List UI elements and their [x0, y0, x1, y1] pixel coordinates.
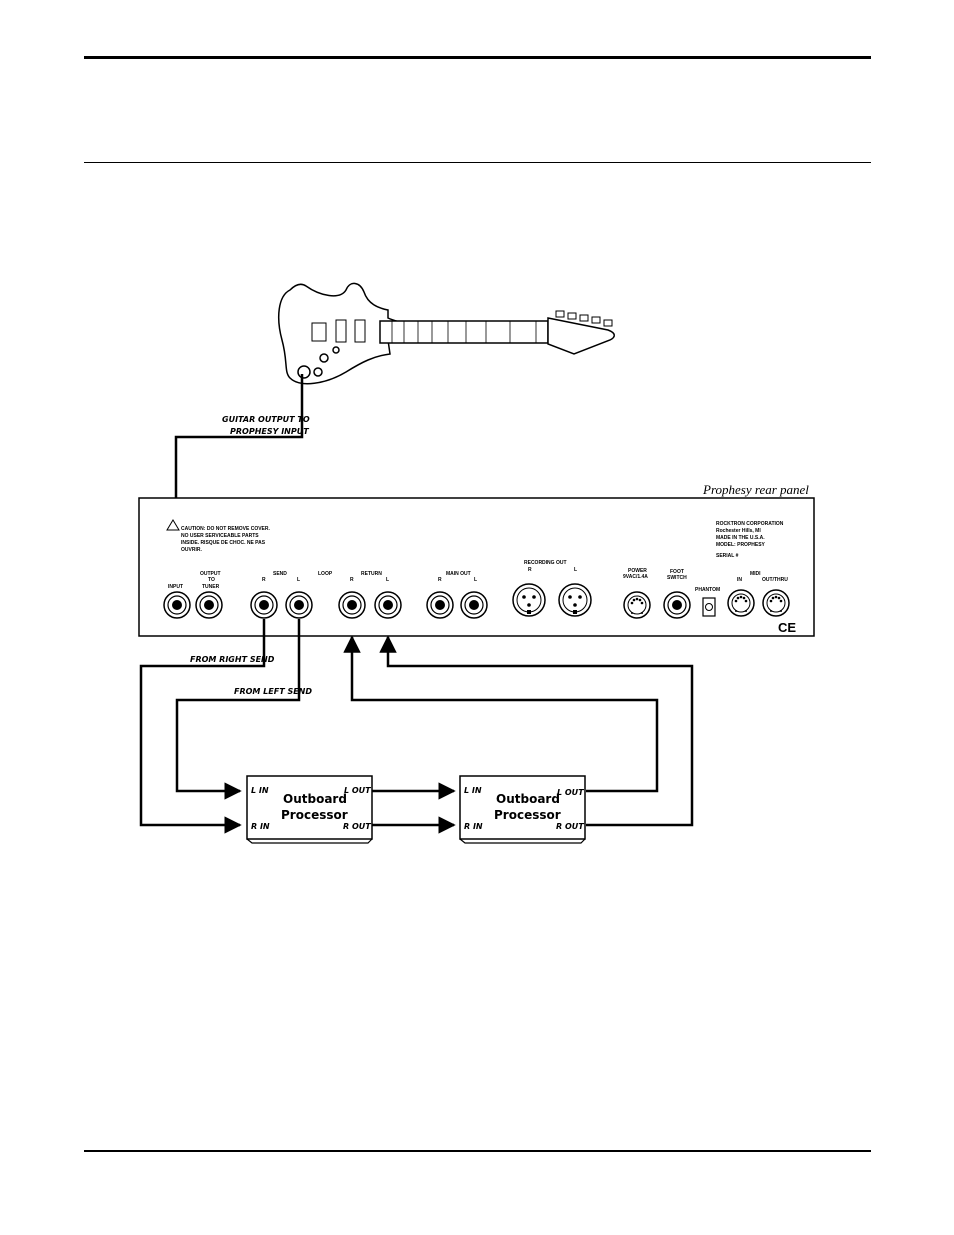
tuner-label-2: TO: [208, 577, 215, 583]
rec-l-label: L: [574, 567, 577, 573]
power-label-1: POWER: [628, 568, 647, 574]
proc1-r-in: R IN: [251, 822, 270, 831]
main-l-label: L: [474, 577, 477, 583]
ce-mark: CE: [778, 620, 796, 635]
main-out-label: MAIN OUT: [446, 571, 471, 577]
return-r-jack: [338, 591, 366, 619]
caution-line-1: CAUTION: DO NOT REMOVE COVER.: [181, 526, 271, 532]
loop-label: LOOP: [318, 571, 333, 577]
return-l-jack: [374, 591, 402, 619]
right-send-cable: [139, 619, 266, 834]
proc1-name-1: Outboard: [283, 792, 347, 806]
guitar-frets: [391, 321, 537, 343]
bottom-rule: [84, 1150, 871, 1152]
outboard-processor-1: L IN R IN L OUT R OUT Outboard Processor: [246, 775, 373, 844]
power-label-2: 9VAC/1.4A: [623, 574, 648, 580]
return-l-label: L: [386, 577, 389, 583]
maker-line-5: SERIAL #: [716, 553, 739, 559]
maker-line-2: Rochester Hills, MI: [716, 528, 761, 534]
input-jack: [163, 591, 191, 619]
outboard-processor-2: L IN R IN L OUT R OUT Outboard Processor: [459, 775, 586, 844]
top-thick-rule: [84, 56, 871, 59]
footswitch-label-2: SWITCH: [667, 575, 687, 581]
recording-out-label: RECORDING OUT: [524, 560, 567, 566]
tuner-label-1: OUTPUT: [200, 571, 221, 577]
caution-line-2: NO USER SERVICEABLE PARTS: [181, 533, 259, 539]
midi-label: MIDI: [750, 571, 761, 577]
proc2-name-1: Outboard: [496, 792, 560, 806]
footswitch-label-1: FOOT: [670, 569, 684, 575]
maker-line-1: ROCKTRON CORPORATION: [716, 521, 784, 527]
proc1-r-out: R OUT: [343, 822, 371, 831]
guitar-output-label-2: PROPHESY INPUT: [230, 427, 309, 436]
footswitch-jack: [663, 591, 691, 619]
proc1-l-in: L IN: [251, 786, 269, 795]
phantom-switch: [702, 597, 716, 617]
send-l-jack: [285, 591, 313, 619]
proc2-l-return-cable: [343, 635, 659, 793]
proc2-l-out: L OUT: [557, 788, 584, 797]
main-r-label: R: [438, 577, 442, 583]
guitar-output-label-1: GUITAR OUTPUT TO: [222, 415, 310, 424]
proc2-name-2: Processor: [494, 808, 561, 822]
from-right-send-label: FROM RIGHT SEND: [190, 655, 275, 664]
proc2-r-out: R OUT: [556, 822, 584, 831]
power-din: [623, 591, 651, 619]
proc2-l-in: L IN: [464, 786, 482, 795]
send-r-label: R: [262, 577, 266, 583]
send-r-jack: [250, 591, 278, 619]
left-send-cable: [175, 619, 301, 800]
main-r-jack: [426, 591, 454, 619]
from-left-send-label: FROM LEFT SEND: [234, 687, 312, 696]
rec-l-xlr: [558, 583, 592, 617]
caution-icon: [166, 519, 180, 531]
send-label: SEND: [273, 571, 287, 577]
panel-title: Prophesy rear panel: [702, 482, 809, 497]
caution-line-4: OUVRIR.: [181, 547, 202, 553]
return-label: RETURN: [361, 571, 382, 577]
midi-out-label: OUT/THRU: [762, 577, 788, 583]
return-r-label: R: [350, 577, 354, 583]
rec-r-xlr: [512, 583, 546, 617]
send-l-label: L: [297, 577, 300, 583]
cables: [139, 619, 694, 834]
maker-line-4: MODEL: PROPHESY: [716, 542, 766, 548]
caution-line-3: INSIDE. RISQUE DE CHOC. NE PAS: [181, 540, 266, 546]
proc2-r-return-cable: [379, 635, 694, 827]
main-l-jack: [460, 591, 488, 619]
tuner-label-3: TUNER: [202, 584, 220, 590]
guitar-icon: [277, 282, 615, 385]
tuner-jack: [195, 591, 223, 619]
midi-in-din: [727, 589, 755, 617]
top-thin-rule: [84, 162, 871, 163]
input-label: INPUT: [168, 584, 183, 590]
rec-r-label: R: [528, 567, 532, 573]
maker-line-3: MADE IN THE U.S.A.: [716, 535, 765, 541]
proc2-r-in: R IN: [464, 822, 483, 831]
midi-in-label: IN: [737, 577, 742, 583]
proc1-name-2: Processor: [281, 808, 348, 822]
phantom-label: PHANTOM: [695, 587, 720, 593]
midi-out-din: [762, 589, 790, 617]
proc1-l-out: L OUT: [344, 786, 371, 795]
